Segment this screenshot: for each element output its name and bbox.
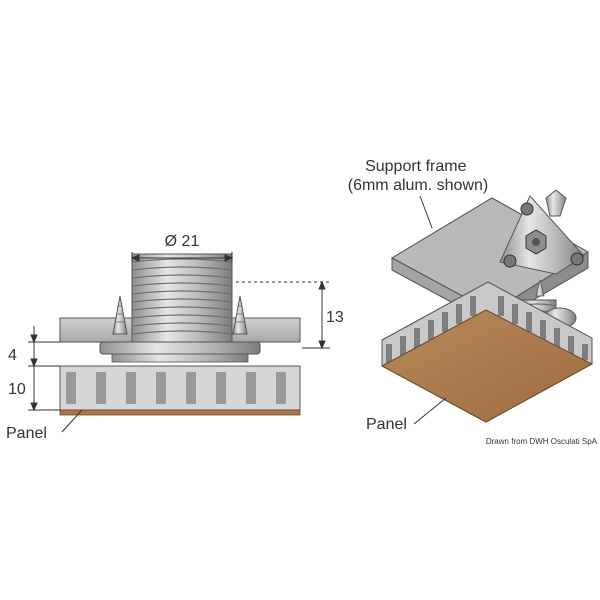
- isometric-view: Support frame (6mm alum. shown) Panel Dr…: [348, 158, 598, 446]
- spike-right: [232, 295, 248, 335]
- height-13-label: 13: [326, 309, 344, 326]
- screw-head-left: [503, 254, 517, 268]
- support-frame-line1: Support frame: [365, 158, 466, 175]
- height-4-label: 4: [8, 347, 17, 364]
- screw-head-right: [570, 252, 584, 266]
- insert-flange: [99, 341, 261, 355]
- spike-left: [112, 295, 128, 335]
- iso-panel-wood-face: [380, 309, 594, 423]
- diameter-label: Ø 21: [165, 233, 200, 250]
- credit-label: Drawn from DWH Osculati SpA: [486, 437, 598, 446]
- support-frame-label: Support frame (6mm alum. shown): [348, 158, 488, 194]
- panel-right-leader: [413, 397, 447, 425]
- fitting-plate: [499, 189, 585, 275]
- dimension-diameter: [130, 252, 234, 262]
- support-frame-line2: (6mm alum. shown): [348, 177, 488, 194]
- panel-left-leader: [61, 409, 83, 433]
- threaded-insert: [99, 253, 261, 363]
- panel-right-label: Panel: [366, 416, 407, 433]
- panel-wood-layer: [59, 409, 301, 416]
- height-10-label: 10: [8, 381, 26, 398]
- dimension-13: [236, 280, 330, 350]
- honeycomb-panel-section: [59, 365, 301, 416]
- dimension-4-10: [28, 326, 60, 412]
- section-view: Ø 21 13 4 10 Panel: [6, 233, 344, 442]
- support-frame-leader: [419, 195, 433, 229]
- screw-head-top: [520, 202, 534, 216]
- panel-left-label: Panel: [6, 425, 47, 442]
- iso-honeycomb-panel: [380, 281, 594, 423]
